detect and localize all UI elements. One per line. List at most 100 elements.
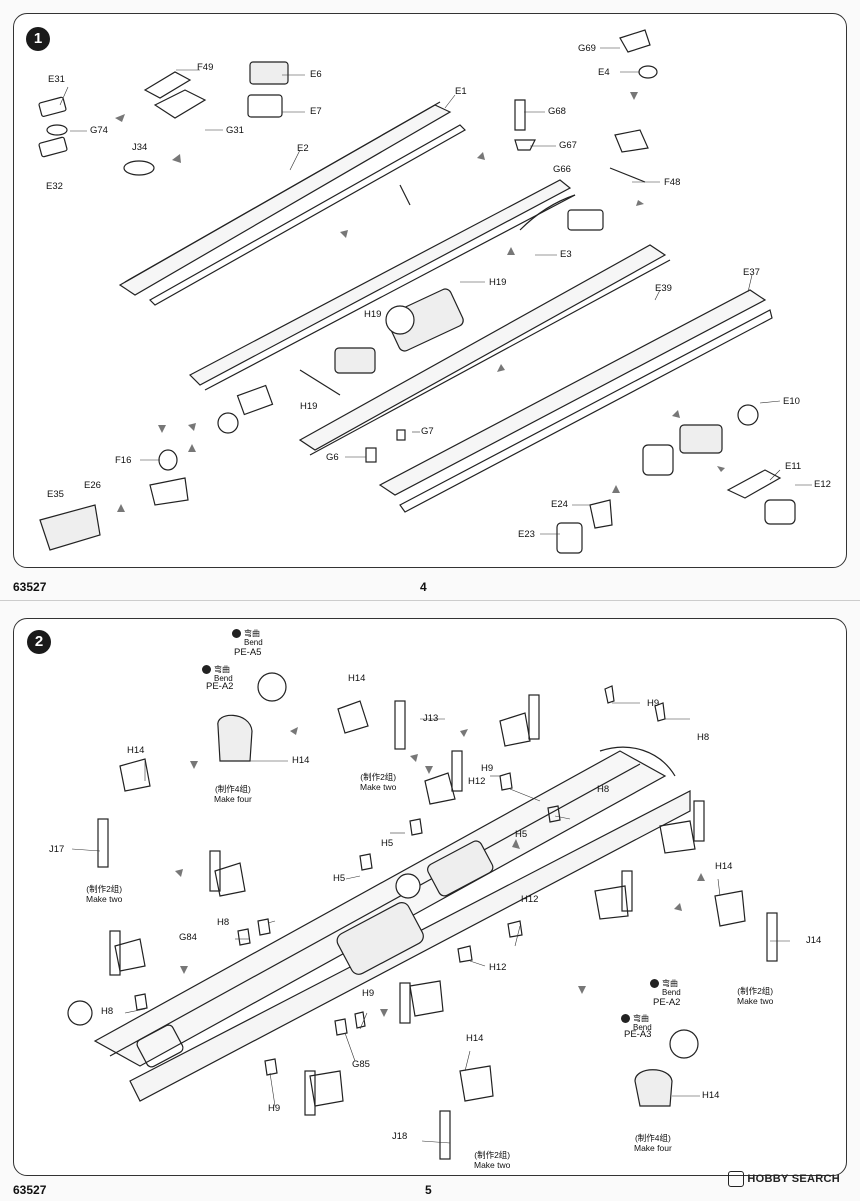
instruction-page-5: 2 — [0, 600, 860, 1201]
part-label-H5-2: H5 — [515, 829, 528, 840]
note-en: Make two — [360, 782, 397, 792]
bend-note-pe-a3: 弯曲 Bend — [621, 1014, 652, 1032]
step-1-badge: 1 — [26, 27, 50, 51]
part-label-H12-3: H12 — [489, 962, 507, 973]
step-2-badge: 2 — [27, 630, 51, 654]
bend-en-text: Bend — [214, 674, 233, 684]
note-make-two-j18: (制作2组) Make two — [474, 1150, 510, 1170]
kit-number: 63527 — [13, 580, 47, 594]
check-icon — [621, 1014, 630, 1024]
part-label-E4: E4 — [598, 67, 610, 78]
check-icon — [232, 629, 241, 639]
part-label-H9-3: H9 — [362, 988, 375, 999]
part-label-G31: G31 — [226, 125, 244, 136]
part-label-H14-4: H14 — [715, 861, 733, 872]
watermark: HOBBY SEARCH — [728, 1171, 840, 1187]
note-make-four-upper: (制作4组) Make four — [214, 784, 252, 804]
part-label-J14: J14 — [806, 935, 822, 946]
part-label-E1: E1 — [455, 86, 467, 97]
bend-en-text: Bend — [244, 638, 263, 648]
part-label-E12: E12 — [814, 479, 831, 490]
part-label-E31: E31 — [48, 74, 65, 85]
bend-note-pe-a2: 弯曲 Bend — [202, 665, 233, 683]
part-label-H12-2: H12 — [521, 894, 539, 905]
hobby-search-logo-icon — [728, 1171, 745, 1187]
instruction-page-4: 1 — [0, 0, 860, 600]
part-label-PE-A2-lower: PE-A2 — [653, 997, 681, 1008]
note-make-two-j13: (制作2组) Make two — [360, 772, 396, 792]
note-en: Make four — [214, 794, 252, 804]
part-label-G74: G74 — [90, 125, 108, 136]
part-label-J18: J18 — [392, 1131, 408, 1142]
part-label-H8-1: H8 — [697, 732, 710, 743]
check-icon — [202, 665, 211, 675]
part-label-H5-3: H5 — [333, 873, 346, 884]
note-cn: (制作4组) — [214, 784, 251, 794]
part-label-G7: G7 — [421, 426, 434, 437]
part-label-E37: E37 — [743, 267, 760, 278]
part-label-G69: G69 — [578, 43, 596, 54]
part-label-J13: J13 — [423, 713, 439, 724]
part-label-E35: E35 — [47, 489, 64, 500]
bend-cn-text: 弯曲 — [633, 1014, 649, 1023]
part-label-H19-upper: H19 — [489, 277, 507, 288]
bend-en-text: Bend — [662, 988, 681, 998]
note-en: Make four — [634, 1143, 672, 1153]
part-label-H14-3: H14 — [127, 745, 145, 756]
note-make-four-lower: (制作4组) Make four — [634, 1133, 672, 1153]
note-en: Make two — [737, 996, 774, 1006]
part-label-G66: G66 — [553, 164, 571, 175]
part-label-H9-4: H9 — [268, 1103, 281, 1114]
bend-cn-text: 弯曲 — [244, 629, 260, 638]
note-en: Make two — [86, 894, 123, 904]
part-label-H8-2: H8 — [597, 784, 610, 795]
step-1-drawing — [38, 29, 812, 554]
part-label-PE-A3: PE-A3 — [624, 1029, 652, 1040]
part-label-E6: E6 — [310, 69, 322, 80]
part-label-H9-1: H9 — [647, 698, 660, 709]
part-label-E23: E23 — [518, 529, 535, 540]
part-label-H12-1: H12 — [468, 776, 486, 787]
part-label-H9-2: H9 — [481, 763, 494, 774]
part-label-H8-3: H8 — [217, 917, 230, 928]
bend-cn-text: 弯曲 — [214, 665, 230, 674]
part-label-PE-A5: PE-A5 — [234, 647, 262, 658]
part-label-G67: G67 — [559, 140, 577, 151]
part-label-H19-lower: H19 — [300, 401, 318, 412]
bend-note-pe-a2-lower: 弯曲 Bend — [650, 979, 681, 997]
part-label-E26: E26 — [84, 480, 101, 491]
part-label-E3: E3 — [560, 249, 572, 260]
part-label-F48: F48 — [664, 177, 681, 188]
note-cn: (制作2组) — [360, 772, 397, 782]
page-number: 4 — [420, 580, 427, 594]
note-cn: (制作2组) — [737, 986, 774, 996]
part-label-F16: F16 — [115, 455, 132, 466]
note-cn: (制作4组) — [634, 1133, 671, 1143]
kit-number: 63527 — [13, 1183, 47, 1197]
part-label-PE-A2-upper: PE-A2 — [206, 681, 234, 692]
note-en: Make two — [474, 1160, 511, 1170]
part-label-H14-6: H14 — [702, 1090, 720, 1101]
part-label-E11: E11 — [785, 461, 802, 472]
part-label-H14-1: H14 — [292, 755, 310, 766]
part-label-E7: E7 — [310, 106, 322, 117]
bend-cn-text: 弯曲 — [662, 979, 678, 988]
part-label-E10: E10 — [783, 396, 800, 407]
part-label-H8-4: H8 — [101, 1006, 114, 1017]
part-label-F49: F49 — [197, 62, 214, 73]
page-number: 5 — [425, 1183, 432, 1197]
note-cn: (制作2组) — [86, 884, 123, 894]
part-label-G84: G84 — [179, 932, 197, 943]
part-label-G68: G68 — [548, 106, 566, 117]
note-make-two-j17: (制作2组) Make two — [86, 884, 122, 904]
part-label-H19-middle: H19 — [364, 309, 382, 320]
bend-note-pe-a5: 弯曲 Bend — [232, 629, 263, 647]
part-label-H5-1: H5 — [381, 838, 394, 849]
note-cn: (制作2组) — [474, 1150, 511, 1160]
part-label-J17: J17 — [49, 844, 65, 855]
part-label-H14-2: H14 — [348, 673, 366, 684]
part-label-G6: G6 — [326, 452, 339, 463]
part-label-J34: J34 — [132, 142, 148, 153]
part-label-G85: G85 — [352, 1059, 370, 1070]
part-label-E24: E24 — [551, 499, 568, 510]
